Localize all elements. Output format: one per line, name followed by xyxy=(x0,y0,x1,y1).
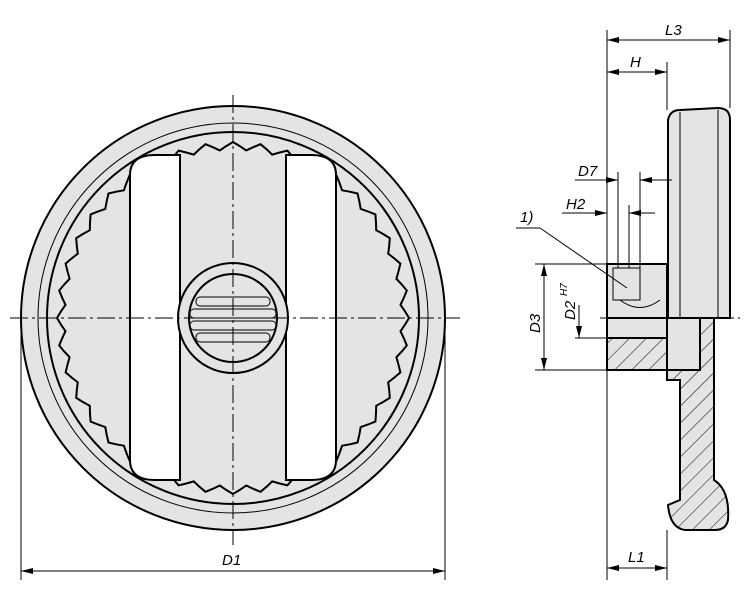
l1-label: L1 xyxy=(628,549,645,566)
side-view: L3 H D7 H2 1) D3 D2 H7 L1 xyxy=(516,22,740,580)
d3-label: D3 xyxy=(527,313,544,333)
h2-label: H2 xyxy=(566,196,586,213)
rim-side-upper xyxy=(667,106,731,319)
front-view: D1 xyxy=(10,95,460,580)
l3-label: L3 xyxy=(665,22,682,39)
d2-tolerance: H7 xyxy=(559,283,570,296)
set-screw xyxy=(612,267,641,301)
note-leader xyxy=(539,227,628,289)
h-label: H xyxy=(630,54,641,71)
hub-section xyxy=(606,337,668,371)
d7-label: D7 xyxy=(578,163,598,180)
rim-section xyxy=(666,317,730,531)
note-label: 1) xyxy=(520,209,533,226)
hub-side-upper xyxy=(606,263,668,319)
d2-label: D2 xyxy=(562,300,579,320)
d1-label: D1 xyxy=(222,552,241,569)
